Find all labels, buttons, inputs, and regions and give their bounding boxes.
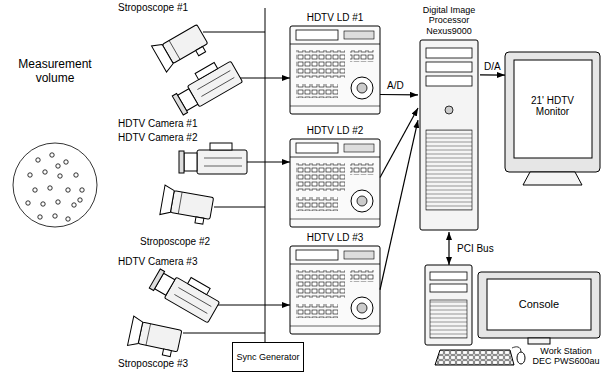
processor-tower: [426, 62, 472, 72]
measurement-volume: [36, 158, 40, 162]
monitor-node: 21' HDTV Monitor: [505, 52, 600, 172]
workstation: [435, 350, 514, 365]
processor-tower: [426, 48, 472, 58]
signal-arrow: [380, 108, 418, 177]
node-text: HDTV LD #1: [290, 12, 380, 24]
processor-tower: [420, 40, 478, 230]
measurement-volume: [66, 217, 70, 221]
part-label: Measurement volume: [8, 58, 102, 86]
video-cable: [246, 162, 290, 163]
processor-tower: [420, 40, 478, 230]
measurement-volume: [53, 214, 57, 218]
measurement-volume: [38, 215, 42, 219]
part-label: Stroposcope #2: [140, 236, 210, 248]
measurement-volume: [56, 164, 60, 168]
measurement-volume: [48, 186, 52, 190]
sync-bus: [183, 333, 265, 334]
part-label: Stroposcope #3: [118, 358, 188, 370]
part-label: Stroposcope #1: [118, 2, 188, 14]
node-text: HDTV LD #3: [290, 232, 380, 244]
laser-disc-recorder: [290, 26, 380, 114]
recorder-node: HDTV LD #1: [290, 12, 380, 122]
measurement-volume: [56, 200, 60, 204]
workstation: [512, 347, 521, 352]
workstation-node: Work Station DEC PWS600au Console: [425, 265, 603, 372]
signal-arrow: [480, 74, 505, 75]
sync-bus: [214, 207, 265, 208]
edge-label: A/D: [386, 80, 405, 91]
node-text: 21' HDTV Monitor: [516, 95, 589, 118]
stroboscope: [127, 316, 183, 358]
video-cable: [213, 78, 290, 305]
edge-label: D/A: [483, 61, 502, 72]
measurement-volume: [50, 153, 54, 157]
workstation: [517, 352, 525, 364]
hdtv-camera: [149, 262, 223, 323]
workstation: [430, 284, 467, 292]
workstation: [478, 272, 600, 338]
hdtv-monitor: [514, 60, 592, 158]
part-label: HDTV Camera #3: [118, 256, 197, 268]
signal-arrow: [380, 94, 418, 96]
stroboscope: [160, 185, 215, 225]
video-cable: [238, 78, 290, 79]
sync-bus: [203, 32, 265, 33]
recorder-node: HDTV LD #3: [290, 232, 380, 337]
processor-tower: [426, 130, 472, 210]
laser-disc-recorder: [290, 139, 380, 227]
processor-node: Digital Image Processor Nexus9000: [418, 5, 480, 232]
measurement-volume: [13, 143, 97, 227]
node-text: Work Station DEC PWS600au: [530, 346, 602, 367]
measurement-volume: [28, 173, 32, 177]
workstation: [528, 338, 550, 344]
hdtv-monitor: [523, 172, 582, 185]
node-text: Sync Generator: [236, 352, 299, 362]
hdtv-monitor: [505, 52, 600, 185]
node-text: HDTV LD #2: [290, 125, 380, 137]
recorder-node: HDTV LD #2: [290, 125, 380, 230]
workstation: [430, 272, 467, 280]
processor-tower: [445, 106, 453, 114]
measurement-volume: [43, 170, 47, 174]
measurement-volume: [58, 174, 62, 178]
hdtv-camera: [168, 55, 242, 116]
part-label: HDTV Camera #1: [118, 118, 197, 130]
measurement-volume: [33, 188, 37, 192]
workstation: [487, 279, 591, 330]
measurement-volume: [26, 153, 84, 221]
sync-bus: [265, 8, 266, 342]
measurement-volume: [66, 188, 70, 192]
signal-arrow: [380, 120, 418, 290]
workstation: [430, 300, 467, 338]
measurement-volume: [74, 173, 78, 177]
workstation: [425, 265, 472, 345]
measurement-volume: [13, 143, 97, 227]
sync-generator-box: Sync Generator: [232, 342, 304, 372]
signal-arrow: [448, 232, 449, 265]
measurement-volume: [80, 188, 84, 192]
laser-disc-recorder: [290, 246, 380, 334]
measurement-volume: [78, 198, 82, 202]
hdtv-camera: [179, 143, 247, 174]
console-screen: Console: [487, 279, 591, 330]
edge-label: PCI Bus: [456, 243, 495, 254]
measurement-volume: [41, 202, 45, 206]
measurement-volume: [64, 160, 68, 164]
video-cable: [213, 305, 290, 306]
node-text: Console: [519, 298, 559, 311]
processor-tower: [426, 76, 472, 86]
stroboscope: [152, 21, 211, 74]
measurement-volume: [72, 203, 76, 207]
measurement-volume: [26, 201, 30, 205]
hdtv-monitor: [505, 52, 600, 172]
part-label: HDTV Camera #2: [118, 132, 197, 144]
node-text: Digital Image Processor Nexus9000: [418, 5, 480, 36]
